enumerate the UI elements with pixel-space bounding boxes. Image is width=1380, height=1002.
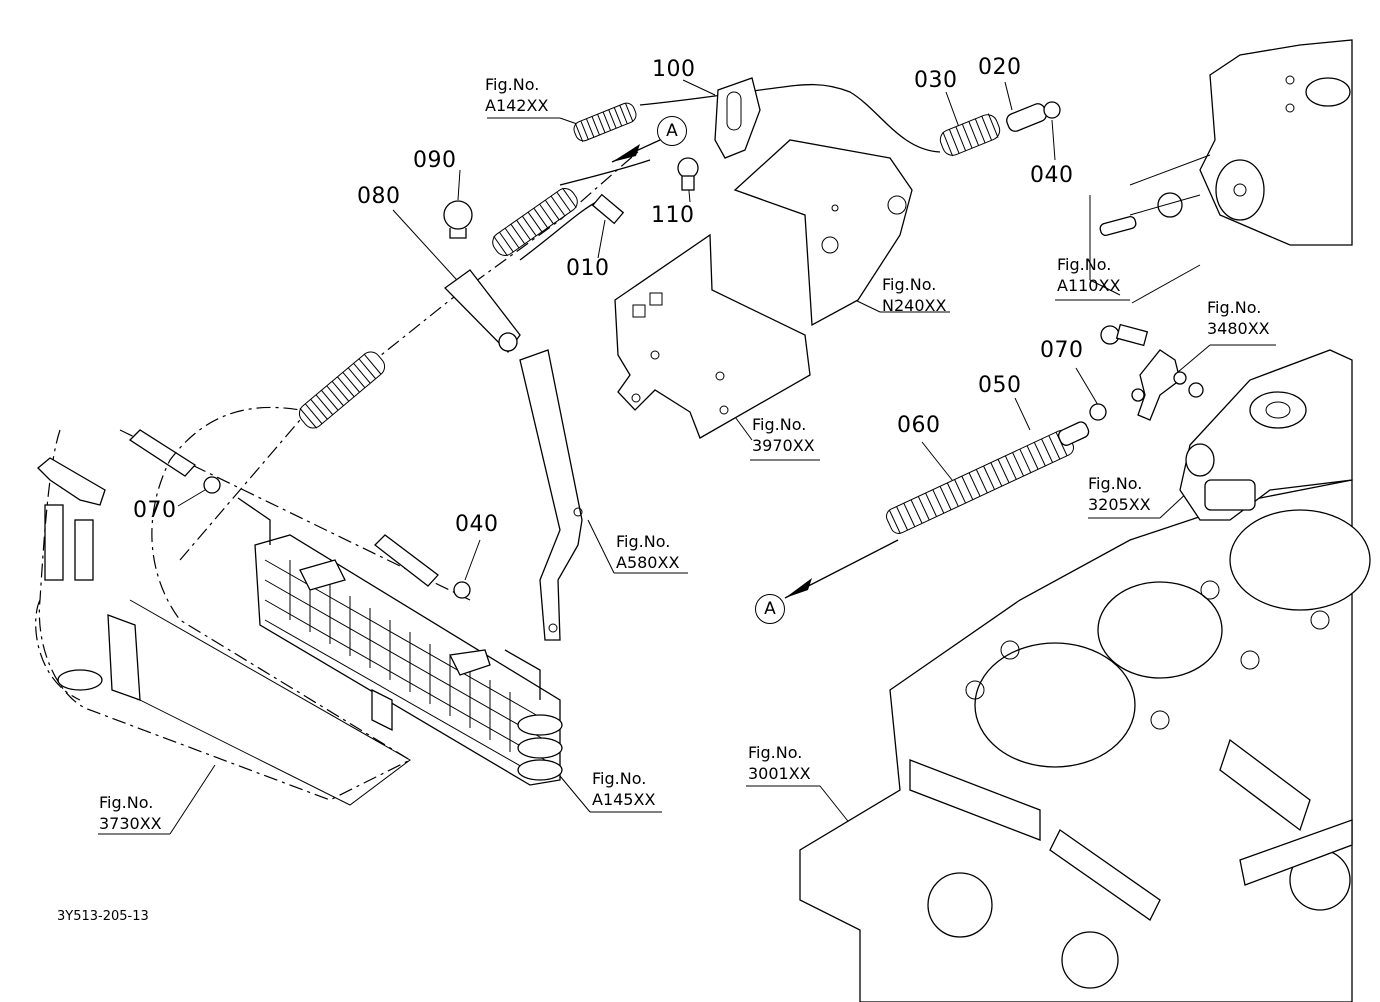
fig-ref-a145[interactable]: Fig.No. A145XX xyxy=(592,768,655,810)
part-040-top-label: 040 xyxy=(1030,163,1074,188)
callout-a-bottom: A xyxy=(755,594,785,624)
fig-ref-a145-code: A145XX xyxy=(592,790,656,809)
fig-ref-3970-title: Fig.No. xyxy=(752,415,807,434)
fitting-3480 xyxy=(1100,323,1204,421)
fig-ref-3480[interactable]: Fig.No. 3480XX xyxy=(1207,297,1270,339)
part-110-label: 110 xyxy=(651,203,695,228)
fig-ref-n240[interactable]: Fig.No. N240XX xyxy=(882,274,946,316)
fig-ref-a580-code: A580XX xyxy=(616,553,680,572)
fig-ref-a145-title: Fig.No. xyxy=(592,769,647,788)
engine-block xyxy=(799,479,1371,1002)
fig-ref-3970-code: 3970XX xyxy=(752,436,815,455)
fig-ref-a110-code: A110XX xyxy=(1057,276,1121,295)
fig-ref-a580[interactable]: Fig.No. A580XX xyxy=(616,531,679,573)
fig-ref-3970[interactable]: Fig.No. 3970XX xyxy=(752,414,815,456)
callout-a-top: A xyxy=(657,116,687,146)
shroud-3730 xyxy=(35,406,412,806)
plate-3970 xyxy=(614,233,811,439)
fig-ref-3001-code: 3001XX xyxy=(748,764,811,783)
gear-case-a110 xyxy=(1129,39,1353,246)
fig-ref-a142-title: Fig.No. xyxy=(485,75,540,94)
fig-ref-3730-title: Fig.No. xyxy=(99,793,154,812)
part-040-bottom-label: 040 xyxy=(455,512,499,537)
stay-100 xyxy=(714,77,761,159)
oil-cooler xyxy=(237,497,563,786)
fig-ref-3730[interactable]: Fig.No. 3730XX xyxy=(99,792,162,834)
part-080-label: 080 xyxy=(357,184,401,209)
fig-ref-3001[interactable]: Fig.No. 3001XX xyxy=(748,742,811,784)
drawing-code: 3Y513-205-13 xyxy=(57,909,149,924)
fig-ref-3205-title: Fig.No. xyxy=(1088,474,1143,493)
fig-ref-n240-code: N240XX xyxy=(882,296,947,315)
bracket-n240 xyxy=(733,139,913,327)
fig-ref-3480-title: Fig.No. xyxy=(1207,298,1262,317)
part-030-label: 030 xyxy=(914,68,958,93)
lever-080 xyxy=(444,269,583,641)
fig-ref-3480-code: 3480XX xyxy=(1207,319,1270,338)
fig-ref-a142-code: A142XX xyxy=(485,96,549,115)
fig-ref-a142[interactable]: Fig.No. A142XX xyxy=(485,74,548,116)
part-050-label: 050 xyxy=(978,373,1022,398)
arrow-leaders xyxy=(611,139,899,599)
hoses xyxy=(44,429,439,587)
part-070-right-label: 070 xyxy=(1040,338,1084,363)
fig-ref-3730-code: 3730XX xyxy=(99,814,162,833)
fig-ref-3001-title: Fig.No. xyxy=(748,743,803,762)
fig-ref-a110-title: Fig.No. xyxy=(1057,255,1112,274)
fig-ref-a110[interactable]: Fig.No. A110XX xyxy=(1057,254,1120,296)
leader-lines xyxy=(98,79,1276,835)
fig-ref-a580-title: Fig.No. xyxy=(616,532,671,551)
part-010-label: 010 xyxy=(566,256,610,281)
part-060-label: 060 xyxy=(897,413,941,438)
part-090-label: 090 xyxy=(413,148,457,173)
part-070-left-label: 070 xyxy=(133,498,177,523)
small-parts xyxy=(203,101,1183,599)
fig-ref-3205[interactable]: Fig.No. 3205XX xyxy=(1088,473,1151,515)
fig-ref-n240-title: Fig.No. xyxy=(882,275,937,294)
fig-ref-3205-code: 3205XX xyxy=(1088,495,1151,514)
injection-pump xyxy=(1179,349,1353,521)
part-020-label: 020 xyxy=(978,55,1022,80)
springs xyxy=(298,102,1090,534)
part-100-label: 100 xyxy=(652,57,696,82)
